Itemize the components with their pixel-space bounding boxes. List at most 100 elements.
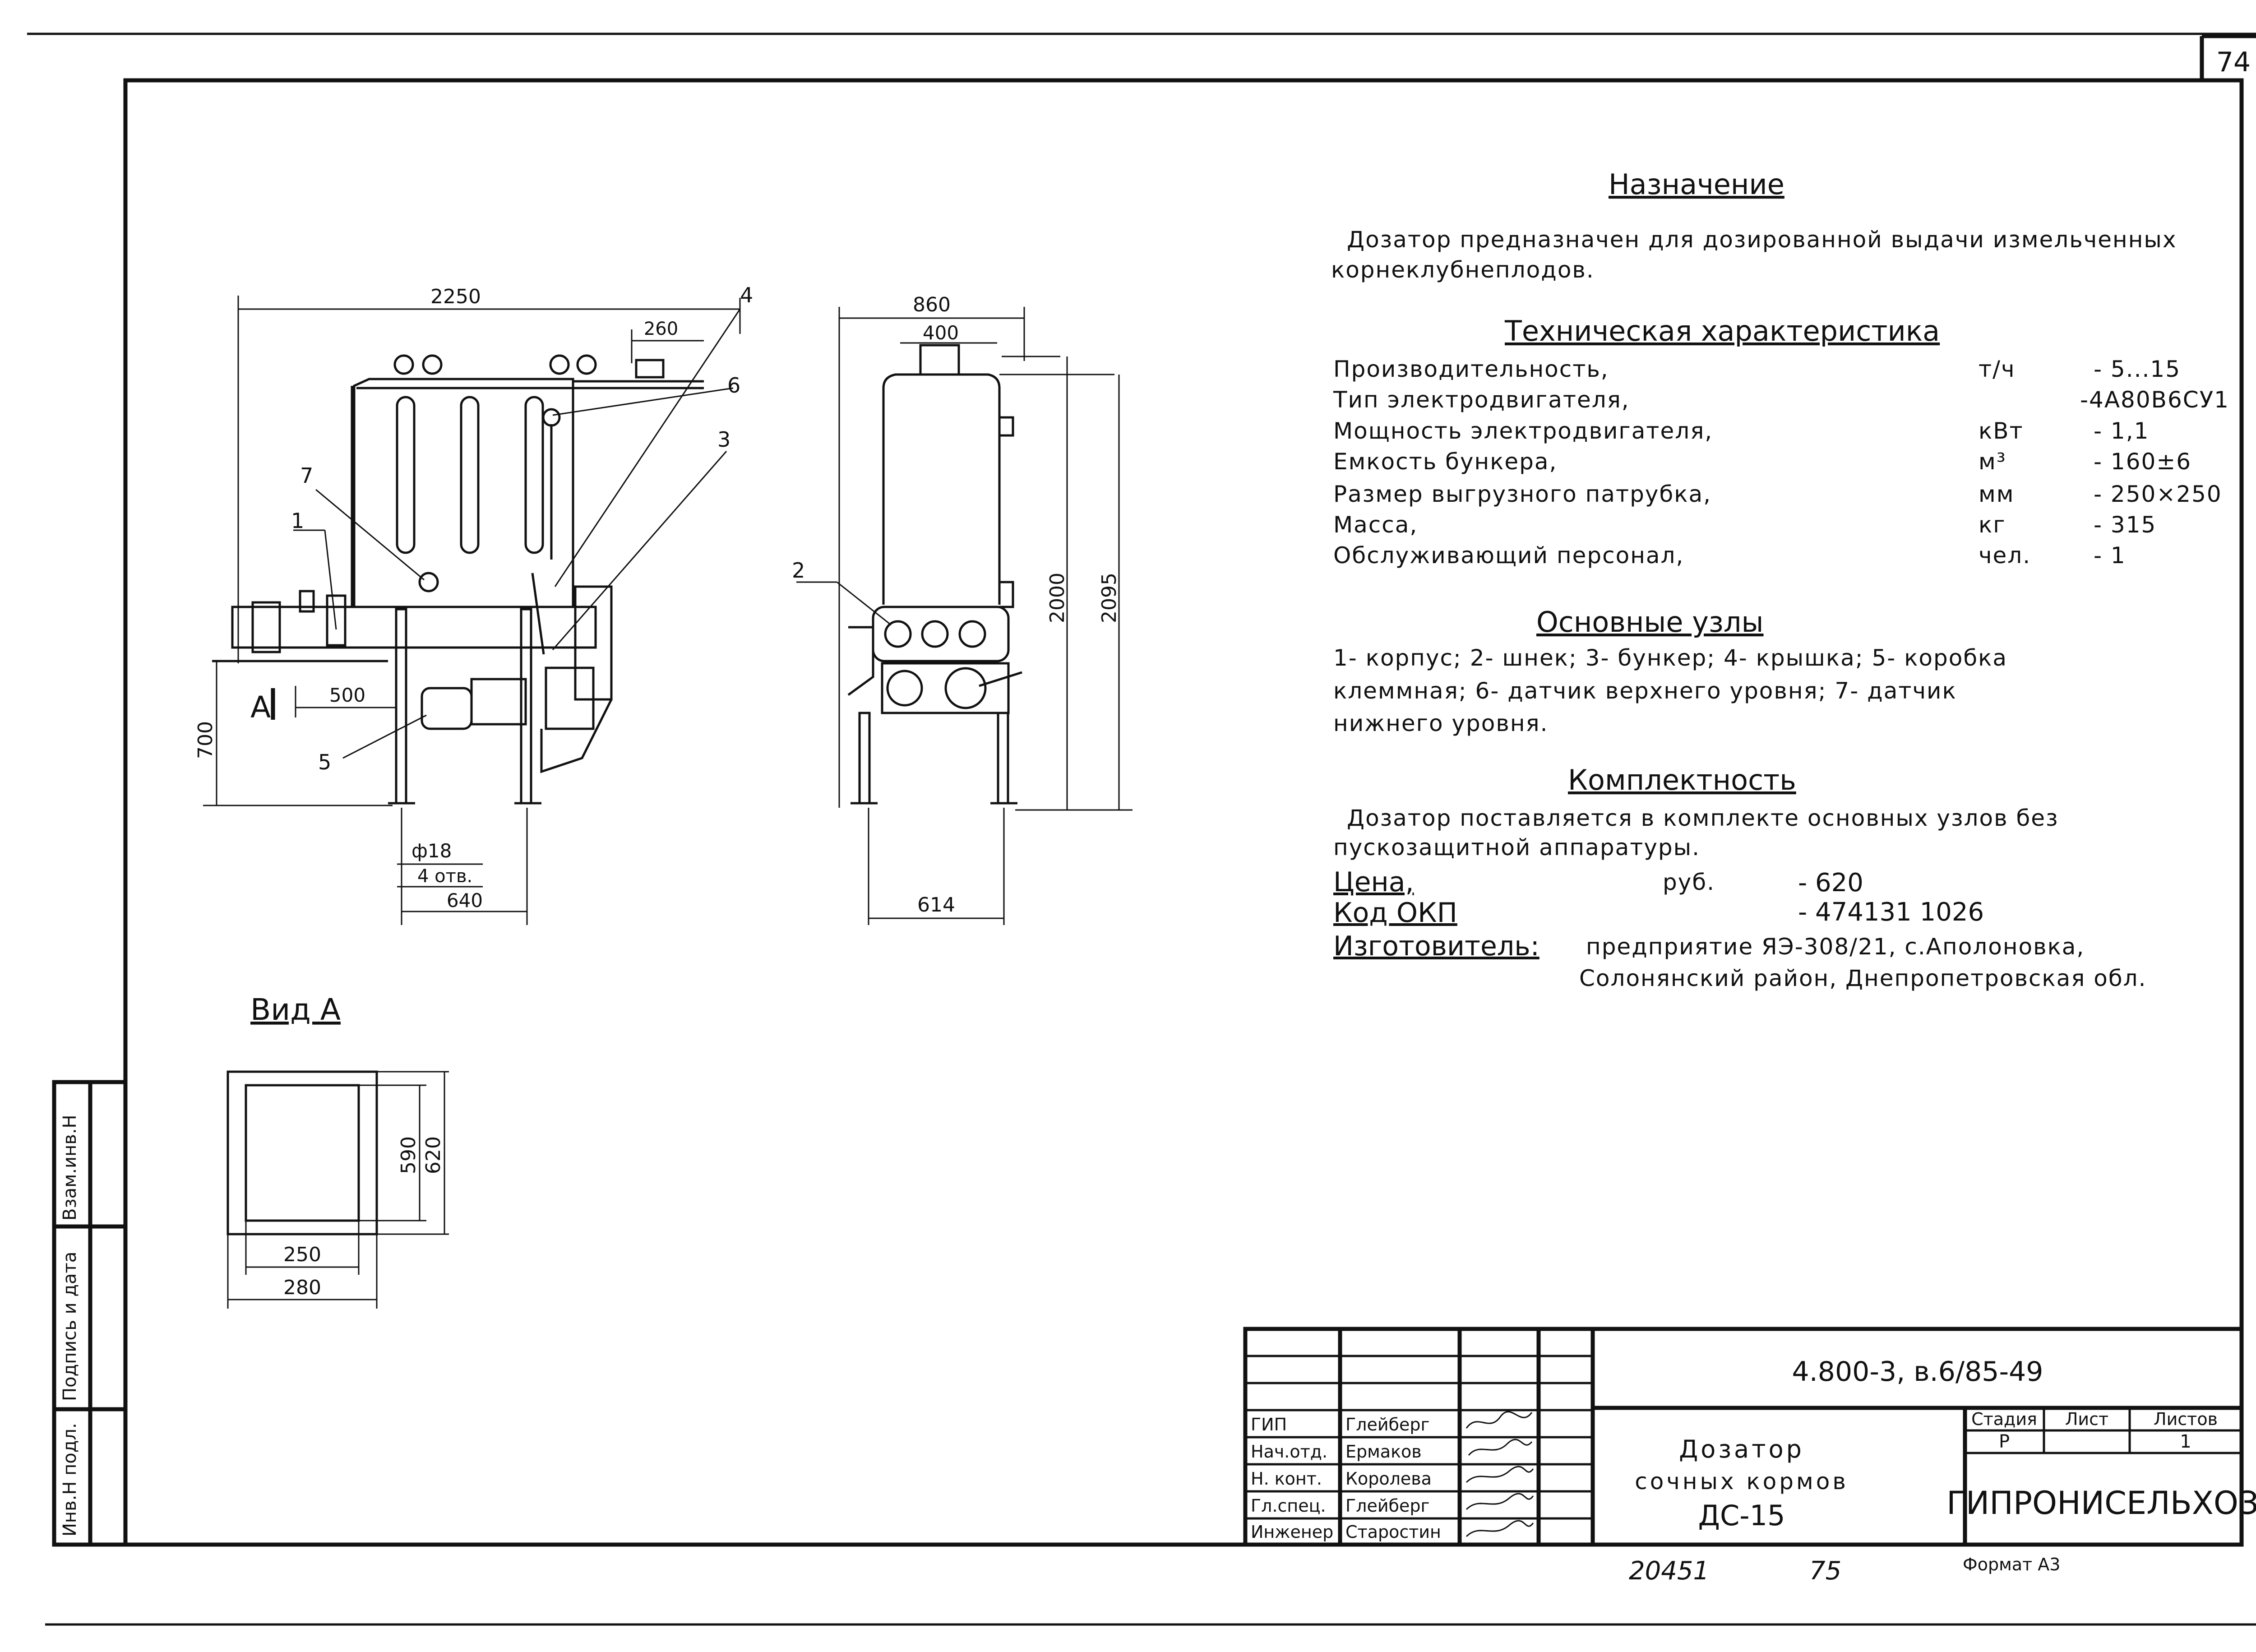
- dim-2000: 2000: [1046, 573, 1069, 623]
- spec-name: Тип электродвигателя,: [1333, 387, 1630, 413]
- title-block: ГИП Глейберг Нач.отд. Ермаков Н. конт. К…: [1243, 1327, 2256, 1547]
- spec-name: Размер выгрузного патрубка,: [1333, 481, 1711, 507]
- units-line-3: нижнего уровня.: [1333, 710, 1548, 736]
- sheets-header: Листов: [2154, 1409, 2218, 1429]
- callout-3: 3: [717, 427, 730, 452]
- callout-6: 6: [727, 373, 740, 398]
- spec-value: - 160±6: [2094, 449, 2191, 475]
- org-name: ГИПРОНИСЕЛЬХОЗ: [1946, 1485, 2256, 1522]
- spec-row: Размер выгрузного патрубка, мм - 250×250: [1333, 481, 2222, 507]
- doc-name-line-2: сочных кормов: [1635, 1468, 1849, 1495]
- staff-name: Королева: [1345, 1469, 1432, 1489]
- spec-unit: т/ч: [1979, 356, 2016, 382]
- dim-holes-count: 4 отв.: [417, 866, 472, 887]
- callout-4: 4: [740, 283, 753, 307]
- dim-614: 614: [917, 893, 955, 916]
- sheet-frame: [123, 78, 2244, 1547]
- stage-value: Р: [1999, 1431, 2010, 1452]
- staff-name: Ермаков: [1345, 1442, 1422, 1462]
- maker-line-2: Солонянский район, Днепропетровская обл.: [1579, 965, 2147, 991]
- staff-role: Н. конт.: [1251, 1469, 1322, 1489]
- spec-value: - 5...15: [2094, 356, 2181, 382]
- spec-name: Мощность электродвигателя,: [1333, 418, 1713, 444]
- specs-title: Техническая характеристика: [1504, 315, 1940, 347]
- dim-500: 500: [329, 684, 365, 706]
- dim-590: 590: [397, 1136, 420, 1174]
- dim-hole: ф18: [411, 840, 452, 862]
- spec-row: Тип электродвигателя, -4А80В6СУ1: [1333, 387, 2229, 413]
- spec-row: Обслуживающий персонал, чел. - 1: [1333, 542, 2126, 569]
- units-line-1: 1- корпус; 2- шнек; 3- бункер; 4- крышка…: [1333, 645, 2007, 671]
- spec-value: -4А80В6СУ1: [2080, 387, 2229, 413]
- dim-640: 640: [447, 889, 483, 912]
- format-label: Формат А3: [1963, 1555, 2060, 1574]
- podpis-data-label: Подпись и дата: [60, 1252, 80, 1401]
- stamp-right: 75: [1809, 1556, 1841, 1586]
- purpose-line-2: корнеклубнеплодов.: [1331, 257, 1595, 283]
- dim-2250: 2250: [430, 285, 481, 308]
- dim-860: 860: [913, 293, 951, 316]
- stage-header: Стадия: [1971, 1409, 2037, 1429]
- staff-role: Инженер: [1251, 1522, 1333, 1542]
- spec-value: - 315: [2094, 512, 2156, 538]
- maker-line-1: предприятие ЯЭ-308/21, с.Аполоновка,: [1586, 934, 2085, 960]
- spec-unit: мм: [1979, 481, 2014, 507]
- staff-row: Гл.спец. Глейберг: [1251, 1496, 1429, 1516]
- completeness-line-2: пускозащитной аппаратуры.: [1333, 834, 1700, 861]
- units-line-2: клеммная; 6- датчик верхнего уровня; 7- …: [1333, 678, 1957, 704]
- dim-400: 400: [923, 322, 959, 344]
- staff-row: Нач.отд. Ермаков: [1251, 1442, 1422, 1462]
- view-a-title: Вид А: [250, 992, 341, 1027]
- dim-280: 280: [283, 1276, 321, 1299]
- inv-podl-label: Инв.Н подл.: [60, 1423, 80, 1536]
- purpose-title: Назначение: [1609, 168, 1784, 201]
- spec-row: Мощность электродвигателя, кВт - 1,1: [1333, 418, 2149, 444]
- spec-value: - 250×250: [2094, 481, 2222, 507]
- okp-label: Код ОКП: [1333, 897, 1457, 929]
- dim-2095: 2095: [1098, 573, 1121, 623]
- section-a-marker: А: [250, 690, 271, 725]
- staff-role: ГИП: [1251, 1415, 1287, 1435]
- spec-unit: м³: [1979, 449, 2006, 475]
- stamp-left: 20451: [1629, 1556, 1709, 1586]
- price-label: Цена,: [1333, 866, 1414, 898]
- spec-text: Назначение Дозатор предназначен для дози…: [1331, 168, 2229, 991]
- spec-row: Масса, кг - 315: [1333, 512, 2156, 538]
- spec-unit: кг: [1979, 512, 2006, 538]
- callout-5: 5: [318, 750, 331, 774]
- doc-name-line-1: Дозатор: [1679, 1435, 1804, 1463]
- spec-value: - 1: [2094, 542, 2126, 569]
- spec-unit: кВт: [1979, 418, 2024, 444]
- side-view: 860 400 2 2000 2095: [792, 293, 1133, 925]
- completeness-line-1: Дозатор поставляется в комплекте основны…: [1347, 805, 2059, 831]
- units-title: Основные узлы: [1536, 606, 1763, 639]
- dim-260: 260: [644, 319, 678, 339]
- dim-620: 620: [422, 1136, 445, 1174]
- sheets-value: 1: [2180, 1431, 2191, 1452]
- spec-name: Производительность,: [1333, 356, 1609, 382]
- dim-250: 250: [283, 1243, 321, 1266]
- spec-value: - 1,1: [2094, 418, 2149, 444]
- spec-row: Емкость бункера, м³ - 160±6: [1333, 449, 2191, 475]
- staff-role: Нач.отд.: [1251, 1442, 1327, 1462]
- spec-name: Масса,: [1333, 512, 1418, 538]
- callout-1: 1: [291, 509, 304, 533]
- price-value: - 620: [1798, 868, 1863, 898]
- page-number-box: 74: [2200, 34, 2256, 80]
- staff-row: Инженер Старостин: [1251, 1522, 1441, 1542]
- staff-row: Н. конт. Королева: [1251, 1469, 1432, 1489]
- maker-label: Изготовитель:: [1333, 930, 1539, 962]
- side-strip: Инв.Н подл. Подпись и дата Взам.инв.Н: [52, 1080, 128, 1547]
- dim-700: 700: [194, 721, 217, 759]
- view-a: Вид А 590 620 250 280: [227, 992, 449, 1309]
- spec-name: Емкость бункера,: [1333, 449, 1557, 475]
- staff-role: Гл.спец.: [1251, 1496, 1326, 1516]
- doc-name-line-3: ДС-15: [1698, 1499, 1785, 1532]
- spec-row: Производительность, т/ч - 5...15: [1333, 356, 2181, 382]
- vzam-inv-label: Взам.инв.Н: [60, 1115, 80, 1221]
- price-unit: руб.: [1663, 869, 1715, 895]
- staff-name: Глейберг: [1345, 1496, 1429, 1516]
- completeness-title: Комплектность: [1568, 764, 1796, 796]
- signatures: [1465, 1411, 1534, 1537]
